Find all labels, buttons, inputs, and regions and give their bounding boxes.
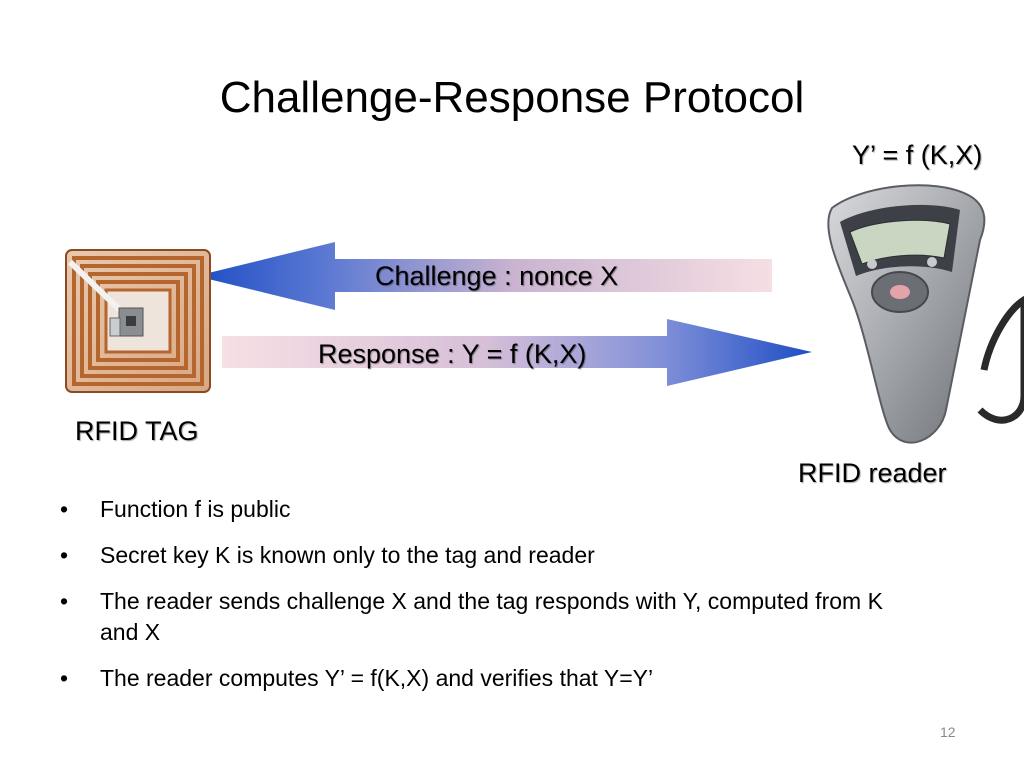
rfid-reader-icon <box>827 184 1024 444</box>
protocol-diagram <box>65 184 1024 444</box>
response-arrow <box>222 319 812 386</box>
response-label: Response : Y = f (K,X) <box>318 339 587 369</box>
challenge-label: Challenge : nonce X <box>375 261 619 291</box>
reader-label: RFID reader <box>798 458 947 488</box>
page-number: 12 <box>940 724 956 740</box>
bullet-list: Function f is public Secret key K is kno… <box>60 494 920 709</box>
bullet-item: The reader sends challenge X and the tag… <box>60 586 920 648</box>
rfid-tag-icon <box>65 249 211 393</box>
slide-title: Challenge-Response Protocol <box>219 73 805 122</box>
reader-formula: Y’ = f (K,X) <box>852 140 983 170</box>
challenge-arrow <box>196 242 772 310</box>
bullet-item: Function f is public <box>60 494 920 525</box>
tag-label: RFID TAG <box>75 416 199 446</box>
bullet-item: The reader computes Y’ = f(K,X) and veri… <box>60 663 920 694</box>
bullet-item: Secret key K is known only to the tag an… <box>60 540 920 571</box>
